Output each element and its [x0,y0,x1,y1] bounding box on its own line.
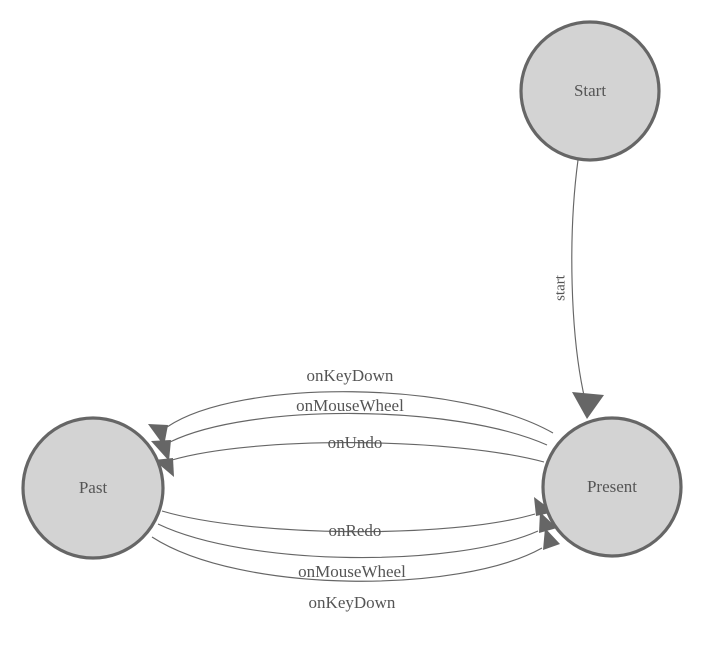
edge-label-past-present-onmousewheel: onMouseWheel [298,562,406,581]
arrow-head-icon [543,528,560,550]
node-start-circle [519,20,661,162]
arrow-head-icon [151,440,171,461]
edge-path [151,536,543,582]
edge-label-past-present-onredo: onRedo [329,521,382,540]
edge-path [161,510,536,533]
edge-label-start: start [552,274,568,301]
edge-label-past-present-onkeydown: onKeyDown [309,593,396,612]
edge-label-present-past-onkeydown: onKeyDown [307,366,394,385]
node-present[interactable]: Present [541,416,683,558]
node-past-label: Past [79,478,108,497]
edge-path [157,523,539,559]
edge-label-present-past-onmousewheel: onMouseWheel [296,396,404,415]
edge-path [171,442,545,463]
edge-path [166,391,554,434]
node-past[interactable]: Past [21,416,165,560]
node-start-label: Start [574,81,606,100]
edge-label-present-past-onundo: onUndo [328,433,383,452]
arrow-head-icon [539,512,557,533]
edge-past-to-present-onkeydown[interactable] [151,528,560,582]
node-present-label: Present [587,477,637,496]
edge-start-to-present[interactable] [571,159,604,419]
node-start[interactable]: Start [519,20,661,162]
node-present-circle [541,416,683,558]
edge-past-to-present-onmousewheel[interactable] [157,512,557,559]
edge-path [169,412,548,446]
edge-present-to-past-onmousewheel[interactable] [151,412,548,461]
edge-path [571,159,586,401]
node-past-circle [21,416,165,560]
arrow-head-icon [572,392,604,419]
